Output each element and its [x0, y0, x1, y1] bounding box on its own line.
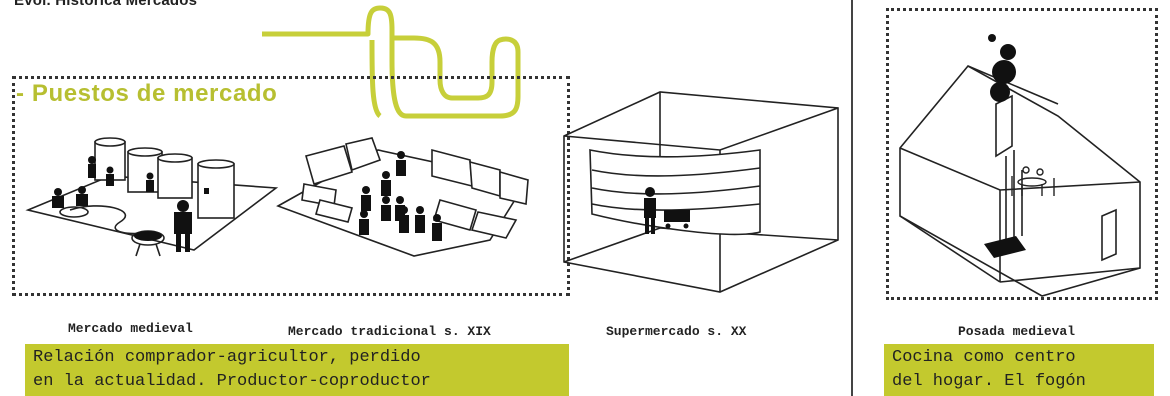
divider [851, 0, 853, 396]
note-right: Cocina como centro del hogar. El fogón [884, 344, 1154, 396]
caption-supermarket: Supermercado s. XX [606, 324, 747, 339]
section-label: - Puestos de mercado [16, 80, 278, 107]
inn-frame [886, 8, 1158, 300]
caption-medieval-market: Mercado medieval [68, 321, 193, 336]
note-left: Relación comprador-agricultor, perdido e… [25, 344, 569, 396]
caption-traditional-market: Mercado tradicional s. XIX [288, 324, 491, 339]
market-stalls-frame [12, 76, 570, 296]
caption-medieval-inn: Posada medieval [958, 324, 1076, 339]
page-title: Evol. Histórica Mercados [14, 0, 198, 9]
